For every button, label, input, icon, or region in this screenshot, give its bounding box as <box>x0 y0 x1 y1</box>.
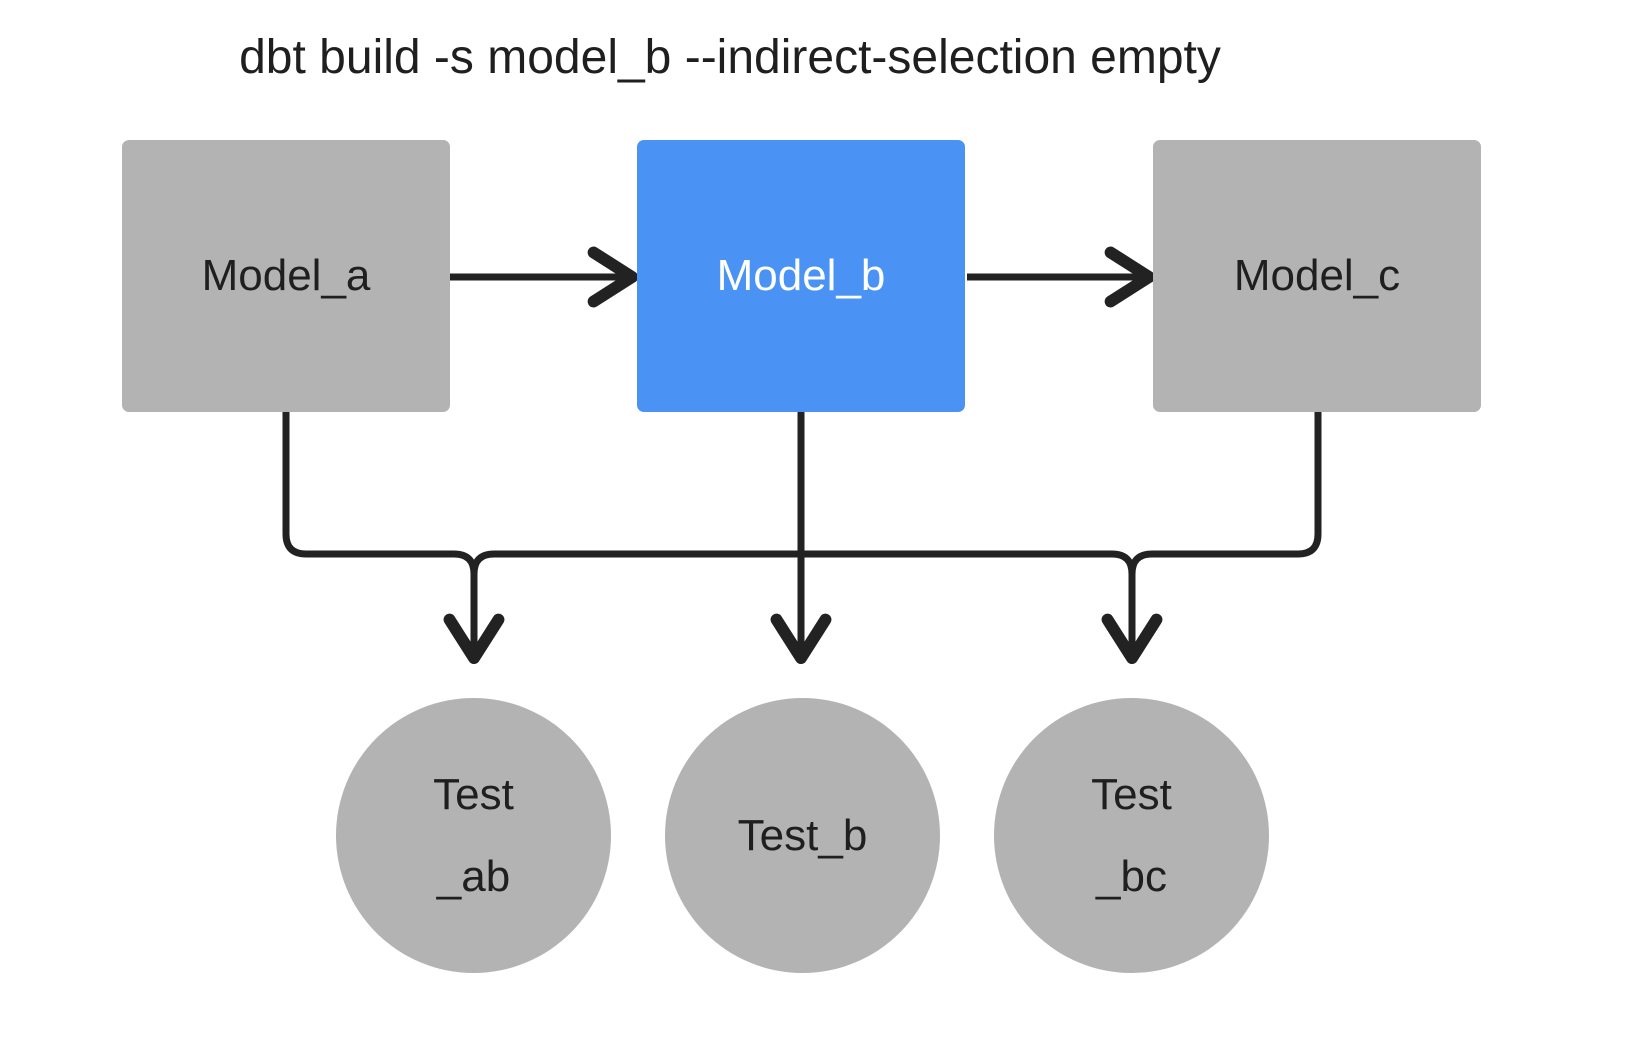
edge-model-c-to-test-bc <box>1128 408 1322 578</box>
edge-model-b-to-test-ab <box>470 550 805 578</box>
node-test-b[interactable]: Test_b <box>665 698 940 973</box>
node-model-b-label: Model_b <box>716 250 886 300</box>
node-model-c[interactable]: Model_c <box>1153 140 1481 412</box>
node-test-bc[interactable]: Test _bc <box>994 698 1269 973</box>
node-model-c-label: Model_c <box>1233 250 1401 300</box>
edge-model-a-to-test-ab <box>282 408 505 665</box>
node-test-bc-label: Test _bc <box>1091 754 1172 917</box>
edge-model-b-to-test-bc <box>797 550 1163 665</box>
node-test-ab-label-line1: Test <box>433 770 514 820</box>
node-model-a[interactable]: Model_a <box>122 140 450 412</box>
node-model-b[interactable]: Model_b <box>637 140 965 412</box>
node-test-ab-label-line2: _ab <box>436 851 511 901</box>
node-test-bc-label-line1: Test <box>1091 770 1172 820</box>
diagram-title: dbt build -s model_b --indirect-selectio… <box>239 31 1221 84</box>
node-test-b-label-line1: Test_b <box>737 810 868 860</box>
node-test-ab-label: Test _ab <box>433 754 514 917</box>
node-test-ab[interactable]: Test _ab <box>336 698 611 973</box>
node-test-b-label: Test_b <box>738 795 868 876</box>
node-test-bc-label-line2: _bc <box>1096 851 1167 901</box>
node-model-a-label: Model_a <box>201 250 371 300</box>
